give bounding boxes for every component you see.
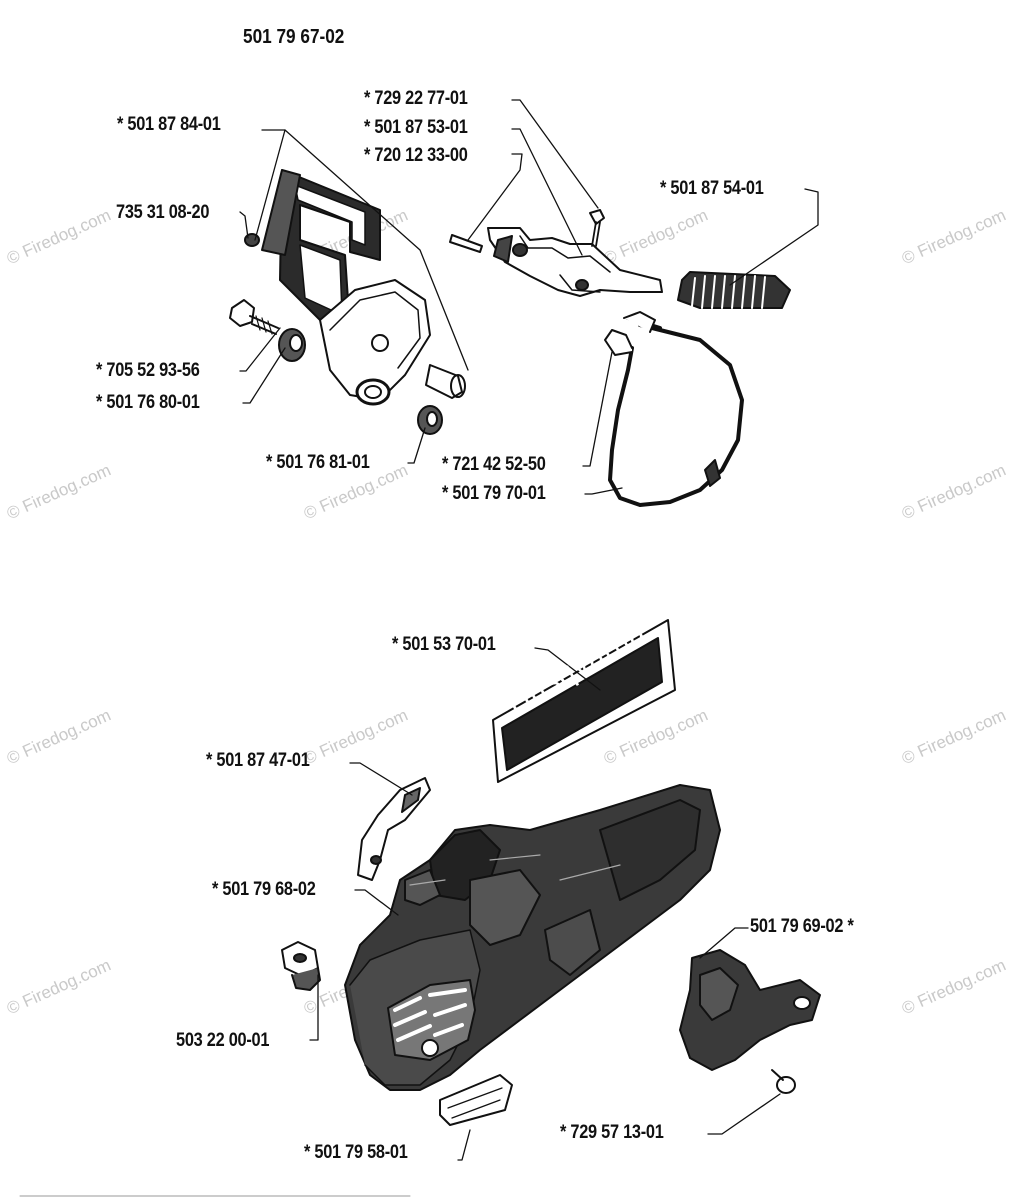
- brake-lever-part: [487, 227, 663, 297]
- part-label: 735 31 08-20: [116, 202, 210, 223]
- spring-part: [677, 271, 791, 309]
- part-label: 501 79 69-02 *: [750, 916, 854, 937]
- part-label: * 705 52 93-56: [96, 360, 200, 381]
- chain-brake-cover-part: [261, 169, 431, 406]
- brake-band-part: [604, 311, 744, 507]
- small-pin-part: [449, 234, 483, 253]
- part-label: * 729 22 77-01: [364, 88, 468, 109]
- clutch-cover-housing-part: [344, 784, 721, 1091]
- guide-screw-part: [771, 1069, 796, 1094]
- part-label: * 721 42 52-50: [442, 454, 546, 475]
- part-label: * 501 76 80-01: [96, 392, 200, 413]
- chain-catcher-part: [439, 1074, 513, 1126]
- part-label: * 501 87 47-01: [206, 750, 310, 771]
- part-label: * 501 87 53-01: [364, 117, 468, 138]
- lever-screw-part: [589, 209, 605, 247]
- bracket-part: [357, 777, 431, 881]
- part-label: * 720 12 33-00: [364, 145, 468, 166]
- husqvarna-decal-part: [492, 619, 676, 783]
- part-label: * 501 79 68-02: [212, 879, 316, 900]
- bolt-part: [229, 299, 279, 335]
- pin-part: [417, 364, 466, 435]
- spacer-part: [278, 328, 306, 362]
- nut-part: [281, 941, 321, 991]
- assembly-number: 501 79 67-02: [243, 26, 345, 48]
- part-label: * 501 76 81-01: [266, 452, 370, 473]
- part-label: * 501 79 70-01: [442, 483, 546, 504]
- part-label: * 501 53 70-01: [392, 634, 496, 655]
- part-label: * 729 57 13-01: [560, 1122, 664, 1143]
- part-label: * 501 79 58-01: [304, 1142, 408, 1163]
- part-label: * 501 87 84-01: [117, 114, 221, 135]
- guide-plate-part: [679, 949, 821, 1071]
- part-label: * 501 87 54-01: [660, 178, 764, 199]
- part-label: 503 22 00-01: [176, 1030, 270, 1051]
